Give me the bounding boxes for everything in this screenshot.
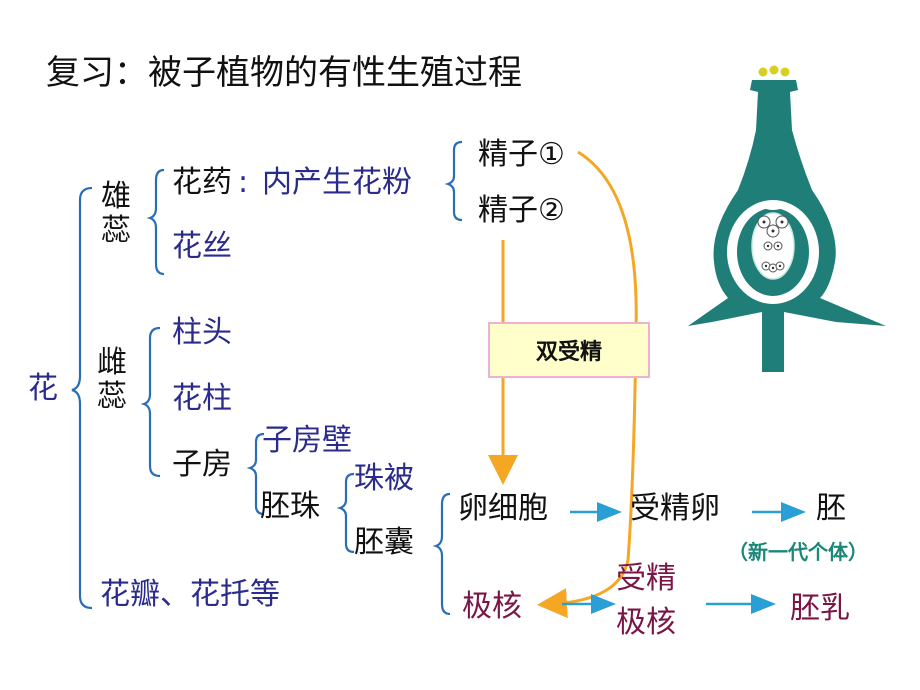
double-fertilization-box: 双受精 — [488, 322, 650, 378]
label-pollen: 内产生花粉 — [262, 165, 412, 200]
label-fertilized-polar-1: 受精 — [616, 561, 676, 596]
label-petals: 花瓣、花托等 — [100, 577, 280, 612]
label-new-generation: （新一代个体） — [728, 540, 868, 564]
label-sperm2: 精子② — [478, 193, 565, 228]
label-fertilized-polar-2: 极核 — [616, 605, 676, 640]
label-zygote: 受精卵 — [630, 491, 720, 526]
label-anther-colon: : — [238, 165, 249, 200]
label-ovule: 胚珠 — [260, 489, 320, 524]
label-flower: 花 — [28, 371, 58, 406]
bracket-stamen — [146, 168, 165, 276]
label-stigma: 柱头 — [172, 315, 232, 350]
bracket-sperm — [444, 140, 463, 222]
label-egg-cell: 卵细胞 — [458, 491, 548, 526]
label-anther: 花药 — [172, 165, 232, 200]
label-endosperm: 胚乳 — [790, 591, 850, 626]
bracket-ovule — [336, 472, 355, 554]
label-integument: 珠被 — [354, 461, 414, 496]
arrow-sperm1-to-polar — [537, 150, 638, 619]
bracket-flower — [71, 186, 93, 610]
label-sperm1: 精子① — [478, 137, 565, 172]
label-pistil: 雌蕊 — [97, 345, 127, 414]
label-ovary-wall: 子房壁 — [262, 423, 352, 458]
label-embryo: 胚 — [816, 491, 846, 526]
pistil-illustration — [688, 65, 886, 372]
label-stamen: 雄蕊 — [101, 179, 131, 248]
label-filament: 花丝 — [172, 229, 232, 264]
label-style: 花柱 — [172, 381, 232, 416]
bracket-embryo-sac — [432, 492, 451, 616]
page-title: 复习：被子植物的有性生殖过程 — [46, 53, 522, 93]
bracket-ovary — [246, 432, 265, 516]
bracket-pistil — [140, 326, 161, 478]
label-polar-nuclei: 极核 — [462, 589, 522, 624]
label-embryo-sac: 胚囊 — [354, 525, 414, 560]
label-ovary: 子房 — [172, 447, 232, 482]
